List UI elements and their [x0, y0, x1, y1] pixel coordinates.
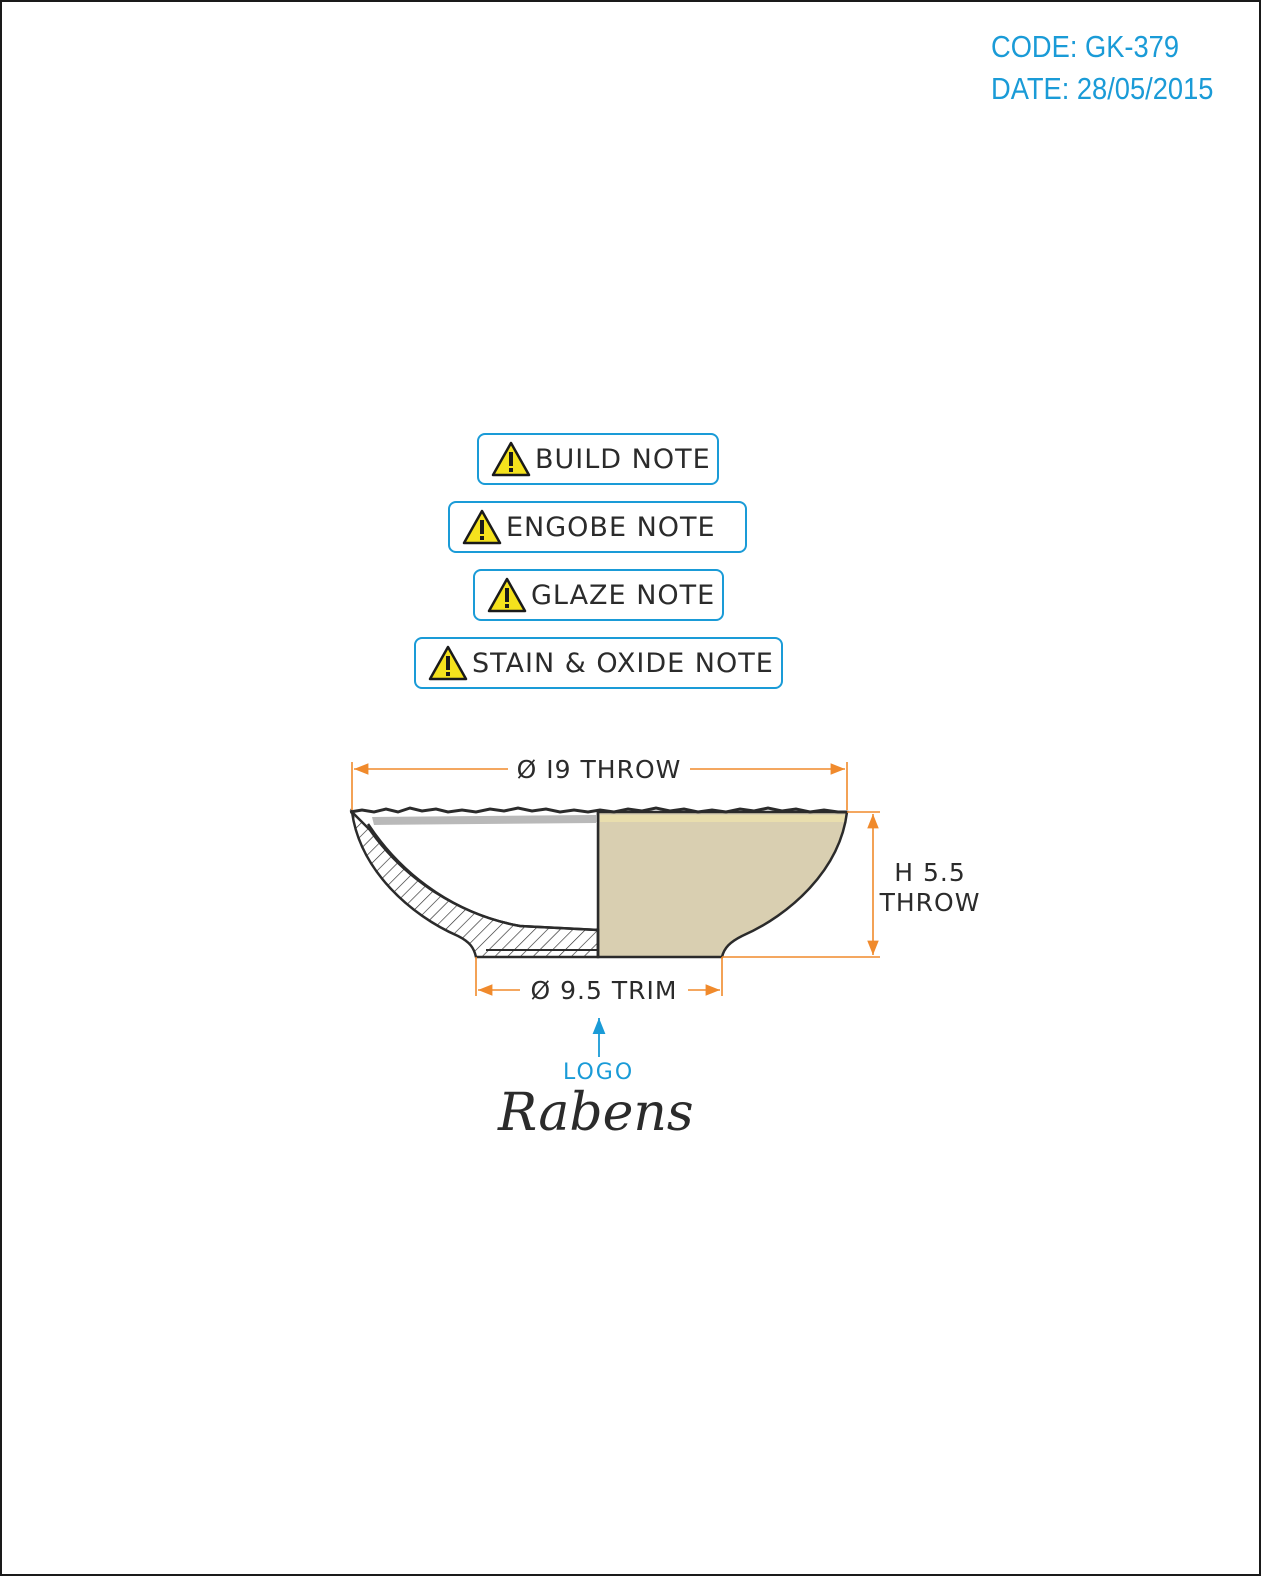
warning-icon: [487, 577, 527, 613]
build-note-button[interactable]: BUILD NOTE: [477, 433, 719, 485]
warning-icon: [462, 509, 502, 545]
title-block: CODE: GK-379 DATE: 28/05/2015: [991, 26, 1213, 110]
glaze-note-button[interactable]: GLAZE NOTE: [473, 569, 724, 621]
warning-icon: [491, 441, 531, 477]
bowl-rim: [349, 806, 847, 814]
height-label-line2: THROW: [879, 888, 981, 917]
height-label-line1: H 5.5: [894, 858, 966, 887]
warning-icon: [428, 645, 468, 681]
code-label: CODE: GK-379: [991, 29, 1179, 64]
foot-diameter-label: Ø 9.5 TRIM: [531, 976, 678, 1005]
interior-wall-line: [366, 823, 599, 932]
build-note-label: BUILD NOTE: [535, 443, 711, 475]
brand-logo: Rabens: [498, 1083, 694, 1143]
bowl-interior: [370, 822, 598, 928]
stain-oxide-note-label: STAIN & OXIDE NOTE: [472, 647, 774, 679]
bowl-exterior-half: [596, 810, 849, 959]
logo-label: LOGO: [563, 1060, 635, 1085]
stain-oxide-note-button[interactable]: STAIN & OXIDE NOTE: [414, 637, 783, 689]
date-label: DATE: 28/05/2015: [991, 71, 1214, 106]
engobe-note-label: ENGOBE NOTE: [506, 511, 716, 543]
top-diameter-label: Ø I9 THROW: [517, 755, 682, 784]
glaze-rim-strip: [600, 815, 845, 822]
engobe-note-button[interactable]: ENGOBE NOTE: [448, 501, 747, 553]
glaze-note-label: GLAZE NOTE: [531, 579, 716, 611]
interior-glaze-band: [372, 815, 596, 825]
